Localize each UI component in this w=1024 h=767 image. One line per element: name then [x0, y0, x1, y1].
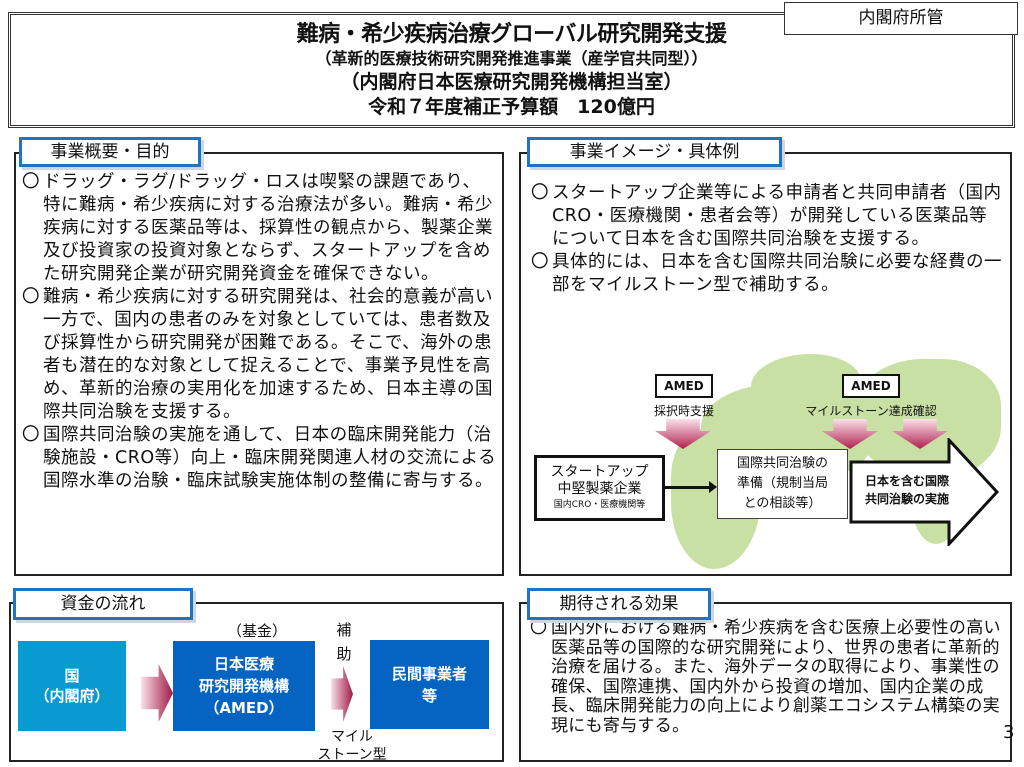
ministry-tag: 内閣府所管	[784, 2, 1018, 35]
government-line2: （内閣府）	[34, 687, 110, 705]
preparation-line3: との相談等）	[743, 496, 822, 511]
office-subtitle: （内閣府日本医療研究開発機構担当室）	[340, 71, 683, 93]
private-line1: 民間事業者	[391, 664, 467, 683]
subsidy-char-1: 補	[336, 621, 352, 639]
funding-section: 国 （内閣府） （基金） 日本医療 研究開発機構 （AMED） 補 助 マイル …	[9, 602, 504, 764]
list-item-text: 具体的には、日本を含む国際共同治験に必要な経費の一部をマイルストーン型で補助する…	[552, 252, 1002, 295]
page-title: 難病・希少疾病治療グローバル研究開発支援	[296, 22, 727, 47]
government-box: 国 （内閣府）	[18, 641, 126, 731]
list-item: 〇 具体的には、日本を含む国際共同治験に必要な経費の一部をマイルストーン型で補助…	[531, 251, 1003, 297]
bullet-circle-icon: 〇	[531, 183, 549, 203]
fund-caption: （基金）	[226, 622, 287, 640]
list-item-text: 国内外における難病・希少疾病を含む医療上必要性の高い医薬品等の国際的な研究開発に…	[551, 618, 1001, 736]
page-number: 3	[1003, 722, 1015, 743]
list-item: 〇 国際共同治験の実施を通して、日本の臨床開発能力（治験施設・CRO等）向上・臨…	[22, 424, 498, 493]
arrowhead-icon	[709, 481, 717, 493]
applicant-line3: 国内CRO・医療機関等	[553, 500, 646, 510]
list-item: 〇 国内外における難病・希少疾病を含む医療上必要性の高い医薬品等の国際的な研究開…	[530, 618, 1004, 736]
overview-section: 〇 ドラッグ・ラグ/ドラッグ・ロスは喫緊の課題であり、特に難病・希少疾病に対する…	[14, 152, 504, 576]
flow-arrow-icon	[331, 666, 353, 722]
amed-right-caption: マイルストーン達成確認	[805, 404, 937, 418]
trial-line2: 共同治験の実施	[864, 492, 949, 506]
applicant-line1: スタートアップ	[550, 464, 649, 480]
list-item: 〇 難病・希少疾病に対する研究開発は、社会的意義が高い一方で、国内の患者のみを対…	[22, 286, 498, 424]
list-item-text: スタートアップ企業等による申請者と共同申請者（国内CRO・医療機関・患者会等）が…	[552, 183, 1002, 249]
list-item: 〇 スタートアップ企業等による申請者と共同申請者（国内CRO・医療機関・患者会等…	[531, 182, 1003, 251]
list-item-text: ドラッグ・ラグ/ドラッグ・ロスは喫緊の課題であり、特に難病・希少疾病に対する治療…	[43, 172, 493, 284]
image-list: 〇 スタートアップ企業等による申請者と共同申請者（国内CRO・医療機関・患者会等…	[531, 182, 1003, 297]
amed-line3: （AMED）	[204, 699, 284, 717]
amed-line1: 日本医療	[213, 655, 274, 673]
list-item: 〇 ドラッグ・ラグ/ドラッグ・ロスは喫緊の課題であり、特に難病・希少疾病に対する…	[22, 171, 498, 286]
budget-amount: 令和７年度補正予算額 120億円	[368, 96, 655, 118]
image-section: 〇 スタートアップ企業等による申請者と共同申請者（国内CRO・医療機関・患者会等…	[519, 152, 1012, 576]
preparation-line1: 国際共同治験の	[736, 456, 828, 471]
funding-label: 資金の流れ	[13, 588, 193, 620]
bullet-circle-icon: 〇	[22, 287, 40, 307]
subsidy-label: 補 助	[329, 618, 359, 666]
bullet-circle-icon: 〇	[22, 425, 40, 445]
bullet-circle-icon: 〇	[531, 252, 549, 272]
private-business-box: 民間事業者 等	[370, 640, 489, 729]
milestone-label: マイル ストーン型	[307, 728, 397, 764]
title-box: 難病・希少疾病治療グローバル研究開発支援 （革新的医療技術研究開発推進事業（産学…	[8, 12, 1015, 128]
list-item-text: 国際共同治験の実施を通して、日本の臨床開発能力（治験施設・CRO等）向上・臨床開…	[43, 425, 497, 491]
amed-line2: 研究開発機構	[198, 677, 289, 695]
amed-box-left: AMED	[655, 374, 713, 398]
milestone-line1: マイル	[331, 729, 373, 745]
flow-arrow-icon	[141, 664, 173, 722]
effects-label: 期待される効果	[527, 588, 711, 620]
flow-connector	[665, 486, 713, 489]
preparation-box: 国際共同治験の 準備（規制当局 との相談等）	[717, 449, 848, 519]
overview-label: 事業概要・目的	[19, 137, 201, 167]
amed-box: 日本医療 研究開発機構 （AMED）	[173, 641, 315, 731]
applicant-box: スタートアップ 中堅製薬企業 国内CRO・医療機関等	[534, 455, 665, 521]
milestone-line2: ストーン型	[317, 747, 387, 763]
effects-list: 〇 国内外における難病・希少疾病を含む医療上必要性の高い医薬品等の国際的な研究開…	[530, 618, 1004, 736]
government-line1: 国	[64, 667, 80, 685]
private-line2: 等	[421, 686, 437, 705]
amed-left-caption: 採択時支援	[653, 404, 714, 418]
applicant-line2: 中堅製薬企業	[557, 481, 642, 497]
list-item-text: 難病・希少疾病に対する研究開発は、社会的意義が高い一方で、国内の患者のみを対象と…	[43, 287, 493, 422]
image-label: 事業イメージ・具体例	[527, 137, 782, 167]
amed-box-right: AMED	[842, 374, 900, 398]
trial-line1: 日本を含む国際	[864, 474, 949, 488]
subsidy-char-2: 助	[336, 645, 352, 663]
program-subtitle: （革新的医療技術研究開発推進事業（産学官共同型））	[315, 49, 708, 68]
bullet-circle-icon: 〇	[22, 172, 40, 192]
trial-arrow-text: 日本を含む国際 共同治験の実施	[857, 472, 957, 508]
overview-list: 〇 ドラッグ・ラグ/ドラッグ・ロスは喫緊の課題であり、特に難病・希少疾病に対する…	[22, 171, 498, 493]
preparation-line2: 準備（規制当局	[736, 476, 828, 491]
bullet-circle-icon: 〇	[530, 618, 548, 638]
effects-section: 〇 国内外における難病・希少疾病を含む医療上必要性の高い医薬品等の国際的な研究開…	[519, 602, 1012, 762]
big-right-arrow-icon	[849, 438, 1000, 546]
